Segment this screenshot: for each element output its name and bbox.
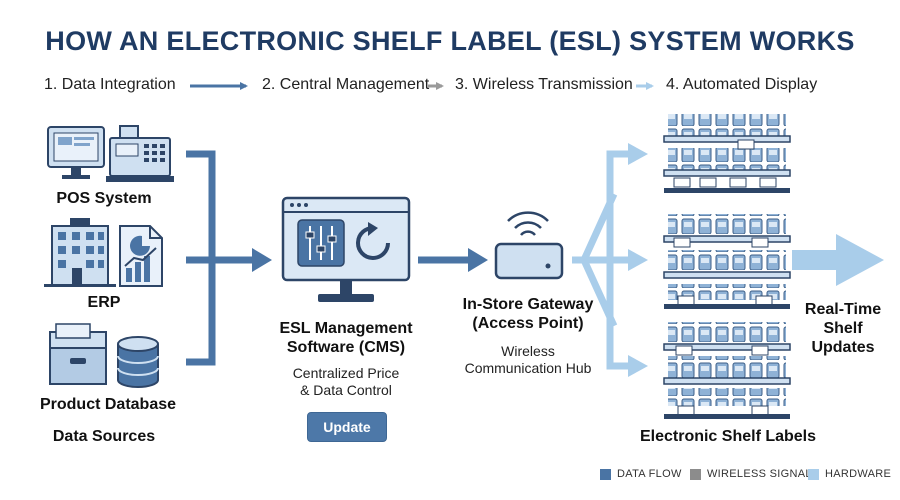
realtime-line1: Real-Time xyxy=(804,301,882,318)
page-title: HOW AN ELECTRONIC SHELF LABEL (ESL) SYST… xyxy=(45,26,855,56)
data-flow-arrowhead-cms xyxy=(252,248,272,272)
wireless-arrowhead-bottom xyxy=(628,355,648,377)
shelf-unit-bottom xyxy=(663,322,791,419)
cms-desc-line1: Centralized Price xyxy=(292,365,400,381)
cms-title-line1: ESL Management xyxy=(279,320,413,337)
cms-to-gateway-arrowhead xyxy=(468,248,488,272)
database-cylinder-icon xyxy=(117,336,159,388)
cash-register-icon xyxy=(106,125,174,182)
step-1-label: 1. Data Integration xyxy=(44,76,176,93)
legend-swatch-hardware xyxy=(808,468,819,480)
update-button[interactable]: Update xyxy=(307,412,387,442)
realtime-update-arrow xyxy=(792,234,884,286)
realtime-line3: Updates xyxy=(811,339,875,356)
shelf-unit-top xyxy=(663,114,791,193)
step-3-label: 3. Wireless Transmission xyxy=(455,76,633,93)
step-4-label: 4. Automated Display xyxy=(666,76,818,93)
file-cabinet-icon xyxy=(49,323,107,385)
pos-monitor-icon xyxy=(47,126,105,179)
legend-label-hardware: HARDWARE xyxy=(825,468,892,480)
office-building-icon xyxy=(44,218,116,287)
legend-swatch-wireless xyxy=(690,468,701,480)
gateway-desc-line2: Communication Hub xyxy=(464,360,592,376)
step-2-label: 2. Central Management xyxy=(262,76,430,93)
product-database-label: Product Database xyxy=(39,396,177,413)
realtime-line2: Shelf xyxy=(823,320,863,337)
data-sources-bracket-arrow xyxy=(186,150,256,366)
gateway-title-line2: (Access Point) xyxy=(472,315,584,332)
cms-desc-line2: & Data Control xyxy=(300,382,392,398)
legend-item-wireless: WIRELESS SIGNAL xyxy=(690,468,812,480)
wireless-arrowhead-top xyxy=(628,143,648,165)
wireless-signal-arrows xyxy=(572,150,628,370)
legend-item-hardware: HARDWARE xyxy=(808,468,891,480)
data-sources-caption: Data Sources xyxy=(52,428,156,445)
shelf-unit-middle xyxy=(663,214,791,309)
wireless-arrowhead-middle xyxy=(628,249,648,271)
legend-item-data-flow: DATA FLOW xyxy=(600,468,682,480)
electronic-shelf-labels-caption: Electronic Shelf Labels xyxy=(639,428,817,445)
legend-swatch-data-flow xyxy=(600,468,611,480)
cms-title-line2: Software (CMS) xyxy=(286,339,406,356)
pos-system-label: POS System xyxy=(56,190,152,207)
report-chart-icon xyxy=(119,225,163,287)
erp-label: ERP xyxy=(87,294,121,311)
cms-monitor-icon xyxy=(281,196,411,302)
gateway-desc-line1: Wireless xyxy=(501,343,555,359)
gateway-title-line1: In-Store Gateway xyxy=(462,296,594,313)
legend-label-wireless: WIRELESS SIGNAL xyxy=(707,468,812,480)
gateway-device-icon xyxy=(494,211,564,280)
legend-label-data-flow: DATA FLOW xyxy=(617,468,682,480)
